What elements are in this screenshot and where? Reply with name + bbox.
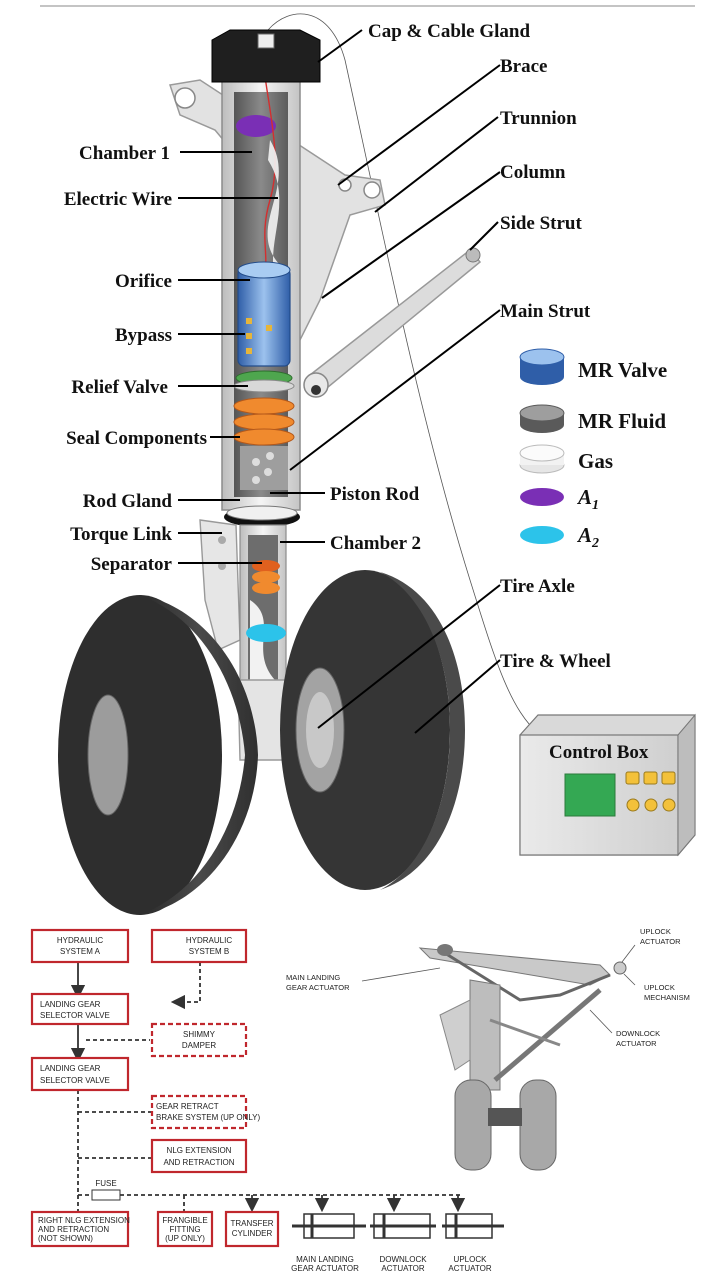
svg-text:NLG EXTENSION: NLG EXTENSION [167,1146,232,1155]
svg-text:MR Valve: MR Valve [578,358,667,382]
actuator-uplock: UPLOCK ACTUATOR [442,1213,504,1273]
legend-a2: A2 [520,523,599,551]
callout-downlock-actuator: DOWNLOCK [616,1029,660,1038]
box-right-nlg: RIGHT NLG EXTENSION AND RETRACTION (NOT … [30,1210,130,1248]
part-labels: Cap & Cable Gland Brace Trunnion Chamber… [64,21,649,763]
svg-text:GEAR ACTUATOR: GEAR ACTUATOR [291,1264,359,1273]
label-chamber2: Chamber 2 [330,533,421,554]
svg-text:LANDING GEAR: LANDING GEAR [40,1000,101,1009]
box-nlg-extension: NLG EXTENSION AND RETRACTION [150,1138,248,1174]
svg-text:RIGHT NLG EXTENSION: RIGHT NLG EXTENSION [38,1216,130,1225]
svg-text:(NOT SHOWN): (NOT SHOWN) [38,1234,93,1243]
label-seal-components: Seal Components [66,428,207,449]
legend-mr-valve: MR Valve [519,348,667,385]
svg-text:LANDING GEAR: LANDING GEAR [40,1064,101,1073]
box-transfer-cylinder: TRANSFER CYLINDER [224,1210,280,1248]
box-gear-retract-brake: GEAR RETRACT BRAKE SYSTEM (UP ONLY) [150,1094,261,1130]
callout-uplock-actuator-2: ACTUATOR [640,937,681,946]
box-landing-gear-selector-valve-2: LANDING GEAR SELECTOR VALVE [30,1056,130,1092]
svg-text:UPLOCK: UPLOCK [454,1255,488,1264]
callout-main-landing-gear-actuator-2: GEAR ACTUATOR [286,983,350,992]
svg-text:CYLINDER: CYLINDER [232,1229,273,1238]
label-rod-gland: Rod Gland [83,491,173,512]
box-shimmy-damper: SHIMMY DAMPER [150,1022,248,1058]
legend-a1: A1 [520,485,599,513]
label-side-strut: Side Strut [500,213,582,234]
svg-text:BRAKE SYSTEM (UP ONLY): BRAKE SYSTEM (UP ONLY) [156,1113,261,1122]
svg-text:SYSTEM B: SYSTEM B [189,947,229,956]
box-landing-gear-selector-valve-1: LANDING GEAR SELECTOR VALVE [30,992,130,1026]
svg-text:SELECTOR VALVE: SELECTOR VALVE [40,1011,110,1020]
callout-uplock-actuator: UPLOCK [640,927,671,936]
label-electric-wire: Electric Wire [64,189,172,210]
landing-gear-illustration [58,13,696,915]
svg-text:MAIN LANDING: MAIN LANDING [296,1255,354,1264]
svg-text:SHIMMY: SHIMMY [183,1030,216,1039]
svg-text:DOWNLOCK: DOWNLOCK [379,1255,427,1264]
box-hydraulic-system-a: HYDRAULIC SYSTEM A [30,928,130,964]
svg-text:ACTUATOR: ACTUATOR [448,1264,491,1273]
svg-text:(UP ONLY): (UP ONLY) [165,1234,205,1243]
label-piston-rod: Piston Rod [330,484,420,505]
label-main-strut: Main Strut [500,301,591,322]
svg-text:SELECTOR VALVE: SELECTOR VALVE [40,1076,110,1085]
label-separator: Separator [91,554,173,575]
label-tire-axle: Tire Axle [500,576,575,597]
leader-lines [178,29,501,734]
label-trunnion: Trunnion [500,108,577,129]
svg-text:HYDRAULIC: HYDRAULIC [186,936,232,945]
svg-text:HYDRAULIC: HYDRAULIC [57,936,103,945]
svg-text:AND RETRACTION: AND RETRACTION [38,1225,109,1234]
svg-text:FRANGIBLE: FRANGIBLE [162,1216,207,1225]
svg-text:A1: A1 [576,485,599,513]
label-torque-link: Torque Link [70,524,172,545]
svg-text:GEAR RETRACT: GEAR RETRACT [156,1102,219,1111]
label-control-box: Control Box [549,742,649,763]
label-tire-wheel: Tire & Wheel [500,651,611,672]
svg-text:A2: A2 [576,523,599,551]
fuse: FUSE [91,1179,121,1201]
hydraulic-schematic: HYDRAULIC SYSTEM A HYDRAULIC SYSTEM B LA… [30,928,504,1273]
legend: MR Valve MR Fluid Gas A1 A2 [519,348,667,551]
svg-text:FUSE: FUSE [95,1179,116,1188]
main-gear-illustration: UPLOCK ACTUATOR MAIN LANDING GEAR ACTUAT… [286,927,690,1171]
actuator-downlock: DOWNLOCK ACTUATOR [370,1213,436,1273]
label-chamber1: Chamber 1 [79,143,170,164]
callout-main-landing-gear-actuator: MAIN LANDING [286,973,340,982]
svg-text:AND RETRACTION: AND RETRACTION [163,1158,234,1167]
callout-uplock-mechanism: UPLOCK [644,983,675,992]
svg-text:MR Fluid: MR Fluid [578,409,666,433]
label-relief-valve: Relief Valve [71,377,168,398]
svg-text:TRANSFER: TRANSFER [230,1219,273,1228]
callout-downlock-actuator-2: ACTUATOR [616,1039,657,1048]
svg-text:SYSTEM A: SYSTEM A [60,947,101,956]
box-frangible-fitting: FRANGIBLE FITTING (UP ONLY) [156,1210,214,1248]
svg-text:FITTING: FITTING [169,1225,200,1234]
label-column: Column [500,162,566,183]
actuator-main-landing-gear: MAIN LANDING GEAR ACTUATOR [291,1213,366,1273]
box-hydraulic-system-b: HYDRAULIC SYSTEM B [150,928,248,964]
svg-text:DAMPER: DAMPER [182,1041,216,1050]
label-bypass: Bypass [115,325,172,346]
legend-gas: Gas [519,444,613,474]
callout-uplock-mechanism-2: MECHANISM [644,993,690,1002]
svg-text:ACTUATOR: ACTUATOR [381,1264,424,1273]
legend-mr-fluid: MR Fluid [519,404,666,433]
label-cap-cable-gland: Cap & Cable Gland [368,21,530,42]
label-brace: Brace [500,56,547,77]
label-orifice: Orifice [115,271,172,292]
svg-text:Gas: Gas [578,449,613,473]
